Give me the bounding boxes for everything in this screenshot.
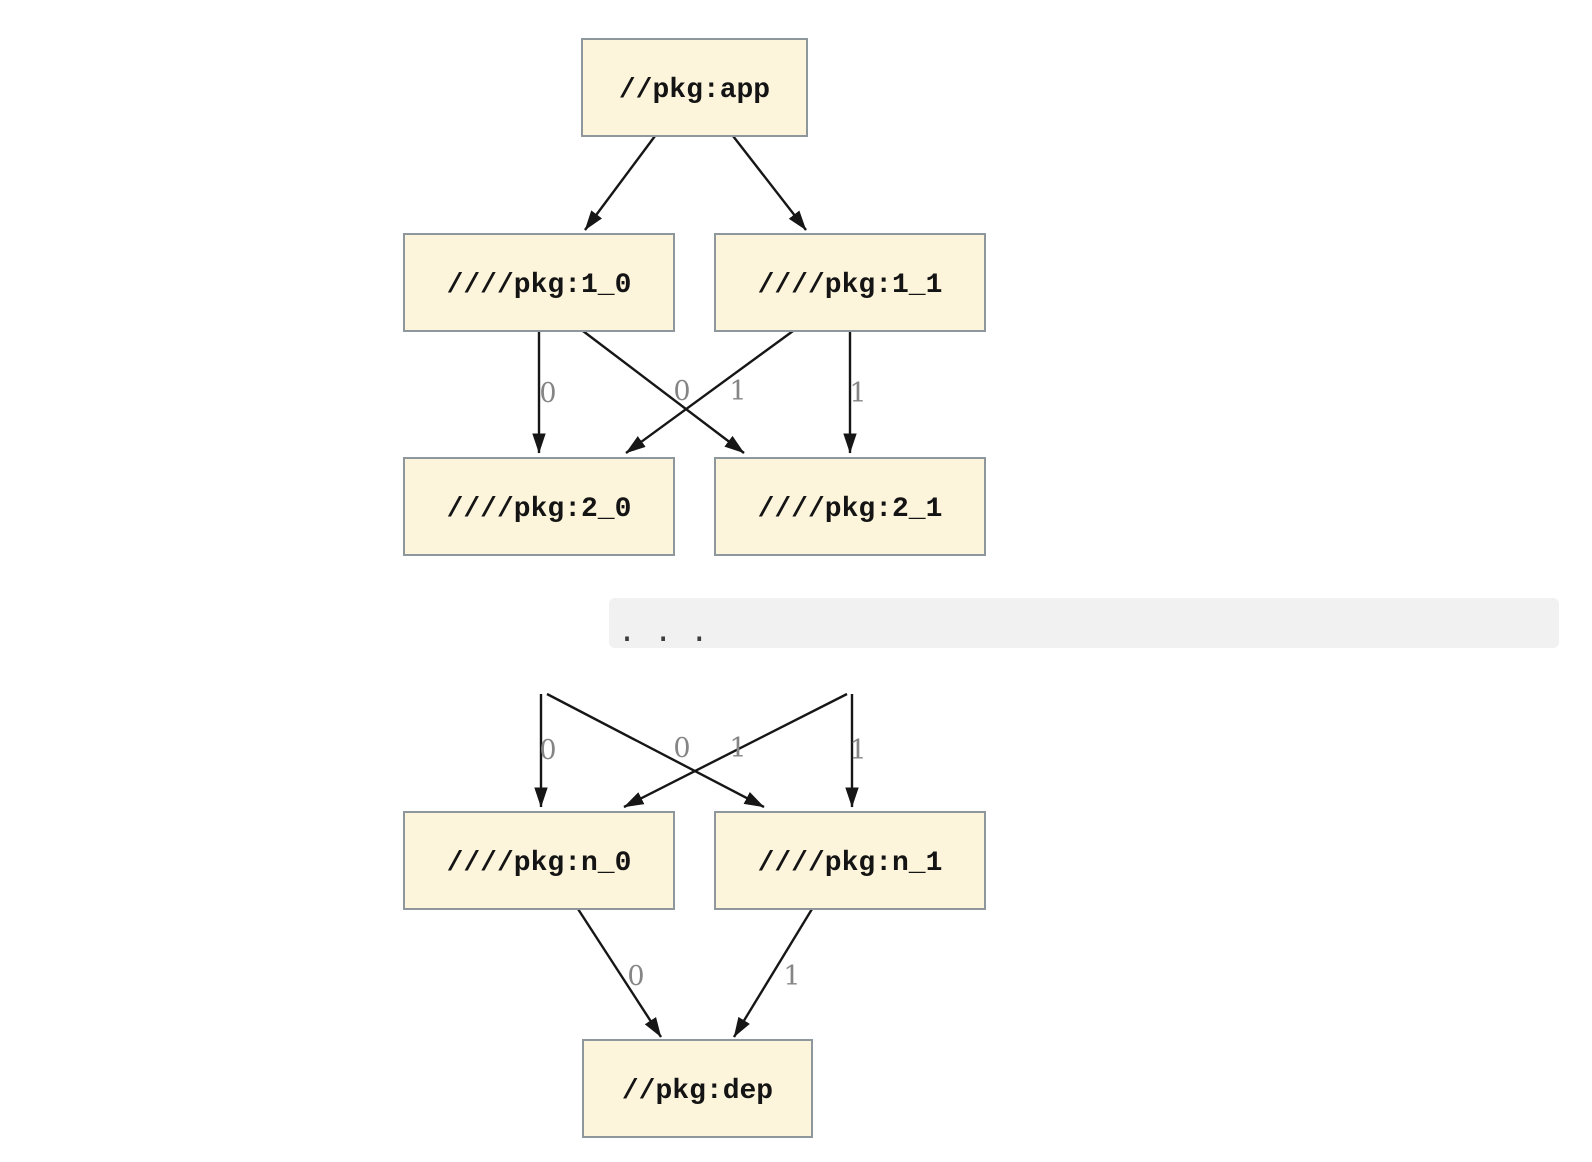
edge-app-to-1-1 bbox=[732, 135, 807, 231]
node-label: ////pkg:2_0 bbox=[447, 494, 632, 525]
edge-label: 1 bbox=[849, 735, 866, 766]
edge-n-1-to-dep bbox=[732, 908, 814, 1038]
node-label: ////pkg:1_1 bbox=[758, 270, 943, 301]
edge-n-0-to-dep bbox=[576, 908, 663, 1038]
node-label: ////pkg:2_1 bbox=[758, 494, 943, 525]
edge-prev-1-to-n-0 bbox=[623, 692, 848, 809]
ellipsis-band: . . . bbox=[609, 598, 1559, 649]
edge-1-0-to-2-1 bbox=[582, 330, 745, 454]
edge-label: 0 bbox=[673, 376, 690, 407]
ellipsis-dots: . . . bbox=[618, 614, 708, 649]
edge-label: 1 bbox=[729, 376, 746, 407]
edge-label: 1 bbox=[783, 961, 800, 992]
edge-group bbox=[532, 135, 859, 1038]
edge-1-1-to-2-0 bbox=[625, 330, 794, 454]
node-pkg-2-0: ////pkg:2_0 bbox=[403, 457, 675, 556]
edge-label: 1 bbox=[729, 733, 746, 764]
node-pkg-1-1: ////pkg:1_1 bbox=[714, 233, 986, 332]
edge-label: 0 bbox=[627, 961, 644, 992]
ellipsis-band-rect bbox=[609, 598, 1559, 648]
edge-label: 0 bbox=[539, 378, 556, 409]
node-pkg-1-0: ////pkg:1_0 bbox=[403, 233, 675, 332]
node-pkg-dep: //pkg:dep bbox=[582, 1039, 813, 1138]
node-pkg-app: //pkg:app bbox=[581, 38, 808, 137]
edge-label: 1 bbox=[849, 378, 866, 409]
edge-label: 0 bbox=[673, 733, 690, 764]
node-label: //pkg:app bbox=[619, 75, 770, 106]
node-pkg-n-0: ////pkg:n_0 bbox=[403, 811, 675, 910]
node-group: //pkg:app ////pkg:1_0 ////pkg:1_1 ////pk… bbox=[403, 38, 986, 1138]
edge-label: 0 bbox=[539, 735, 556, 766]
node-label: //pkg:dep bbox=[622, 1076, 773, 1107]
node-label: ////pkg:n_0 bbox=[447, 848, 632, 879]
edge-label-group: 0 0 1 1 0 0 1 1 0 1 bbox=[539, 376, 866, 992]
edge-app-to-1-0 bbox=[584, 135, 656, 231]
node-pkg-n-1: ////pkg:n_1 bbox=[714, 811, 986, 910]
edge-prev-0-to-n-1 bbox=[546, 692, 765, 809]
node-pkg-2-1: ////pkg:2_1 bbox=[714, 457, 986, 556]
node-label: ////pkg:n_1 bbox=[758, 848, 943, 879]
node-label: ////pkg:1_0 bbox=[447, 270, 632, 301]
